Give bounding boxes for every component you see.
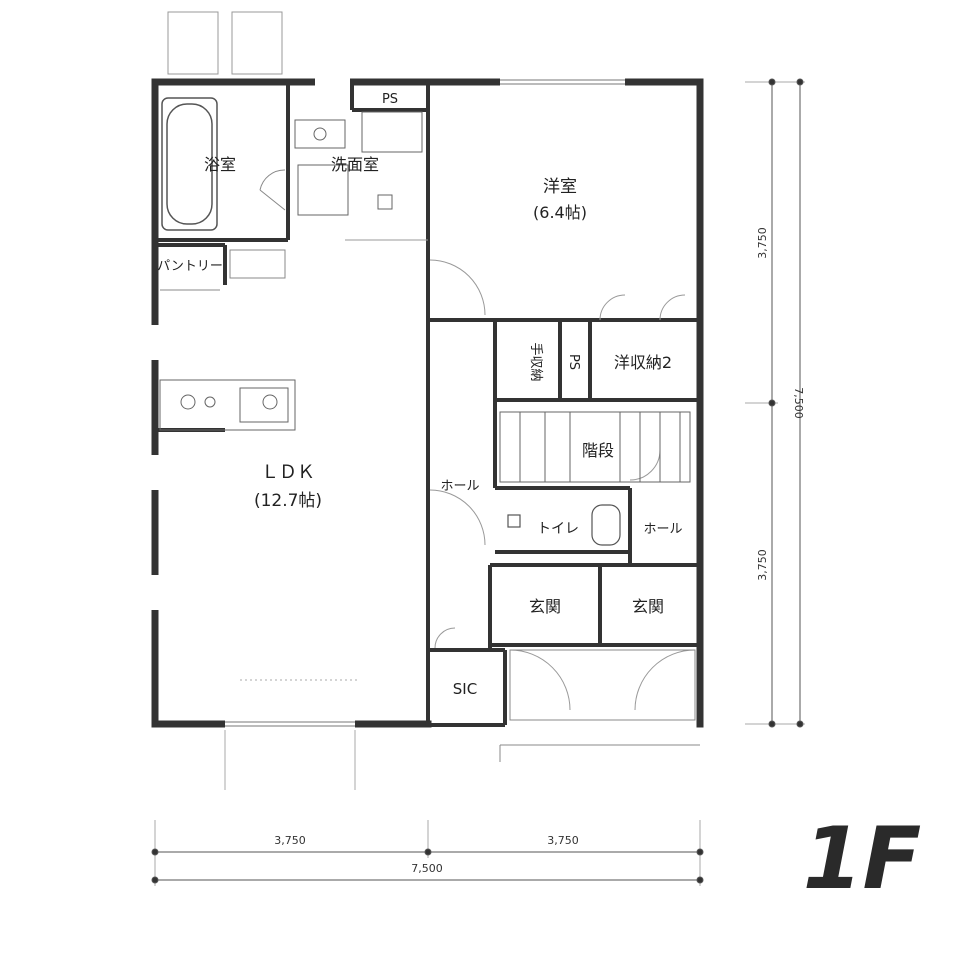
kitchen-counter xyxy=(159,379,296,431)
room-labels: 浴室 洗面室 PS 洋室 (6.4帖) パントリー ＬＤＫ (12.7帖) 手収… xyxy=(157,92,682,698)
label-toilet: トイレ xyxy=(537,521,579,537)
exterior-units xyxy=(167,11,283,75)
dim-bottom-total: 7,500 xyxy=(411,862,443,875)
misc-lines xyxy=(224,679,360,790)
stairs-steps xyxy=(499,411,691,483)
label-pantry: パントリー xyxy=(157,259,223,274)
label-hall-left: ホール xyxy=(440,479,479,494)
label-storage2: 洋収納2 xyxy=(614,353,672,372)
label-hall-right: ホール xyxy=(643,522,682,537)
floor-label: 1F xyxy=(803,809,922,909)
label-ps-mid: PS xyxy=(566,354,581,370)
dim-bottom-right: 3,750 xyxy=(547,834,579,847)
label-stairs: 階段 xyxy=(582,441,614,460)
dim-right-total: 7,500 xyxy=(792,387,805,419)
label-western-room: 洋室 xyxy=(543,177,577,197)
windows xyxy=(151,78,625,728)
corner-markers xyxy=(152,79,703,727)
label-ldk: ＬＤＫ xyxy=(261,462,315,483)
dim-right-bottom: 3,750 xyxy=(756,549,769,581)
label-western-room-size: (6.4帖) xyxy=(533,203,587,222)
bath-door xyxy=(259,169,286,211)
label-washroom: 洗面室 xyxy=(331,155,379,174)
dim-right-top: 3,750 xyxy=(756,227,769,259)
label-ps-top: PS xyxy=(382,92,398,107)
label-sic: SIC xyxy=(453,680,477,698)
bathtub xyxy=(161,97,218,231)
label-bath: 浴室 xyxy=(204,155,236,174)
label-ldk-size: (12.7帖) xyxy=(254,491,322,511)
pantry-shelf xyxy=(160,249,286,291)
label-entrance-right: 玄関 xyxy=(632,597,664,616)
toilet-fixture xyxy=(507,504,621,546)
washroom-fixtures xyxy=(294,111,428,241)
label-storage-small: 手収納 xyxy=(528,342,543,381)
dim-bottom-left: 3,750 xyxy=(274,834,306,847)
porch xyxy=(499,649,700,762)
label-entrance-left: 玄関 xyxy=(529,597,561,616)
interior-walls xyxy=(155,82,700,727)
dimension-bottom xyxy=(151,820,704,886)
dimension-right xyxy=(745,78,805,728)
